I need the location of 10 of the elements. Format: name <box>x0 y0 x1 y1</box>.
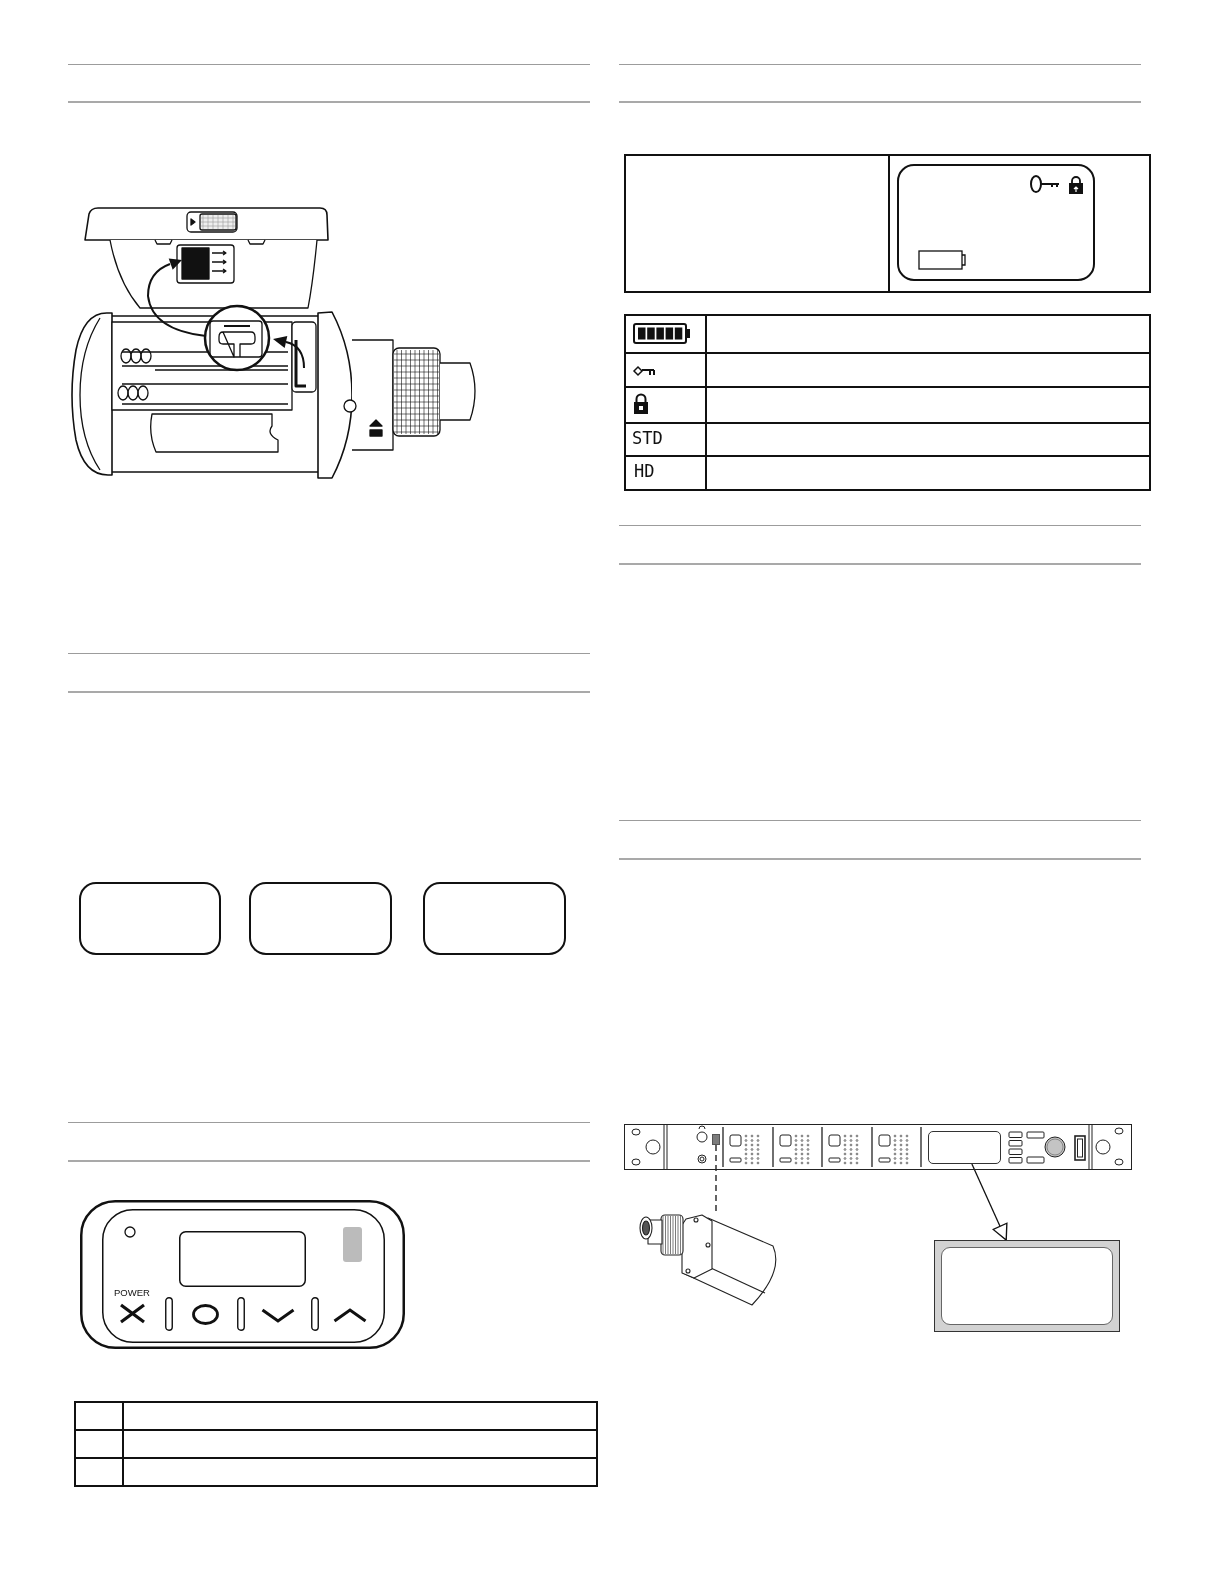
mode-label: HD <box>634 463 655 480</box>
arrow <box>971 1163 1008 1241</box>
mode-label: STD <box>632 430 663 447</box>
rounded-box <box>423 882 566 955</box>
indicator-window <box>712 1134 720 1145</box>
button-label: POWER <box>114 1288 150 1298</box>
rounded-box <box>249 882 392 955</box>
display-window <box>928 1131 1001 1164</box>
rounded-box <box>79 882 221 955</box>
display-screen <box>934 1240 1120 1332</box>
